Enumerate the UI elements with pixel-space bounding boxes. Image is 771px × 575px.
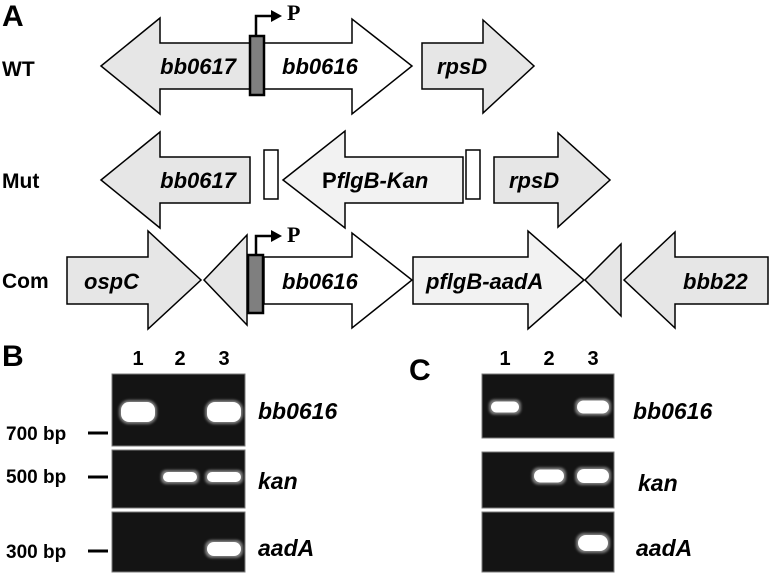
com-ospc-label: ospC	[84, 269, 140, 294]
com-truncated-gene-arrow	[202, 233, 248, 327]
com-bb0616-gene-arrow	[263, 231, 414, 330]
gel-c-lane-3-label: 3	[587, 348, 598, 370]
gel-c-band-kan-lane-2	[534, 469, 564, 483]
gel-c-row-kan-label: kan	[638, 470, 678, 496]
mut-pflgb-kan-cassette-arrow	[281, 129, 464, 230]
mut-rpsd-label: rpsD	[509, 168, 559, 193]
mut-bb0617-gene-arrow	[99, 130, 251, 230]
mut-right-flank-box	[465, 149, 481, 200]
mut-left-flank-box	[263, 149, 279, 200]
panel-a-label: A	[2, 0, 24, 33]
gel-c-row-aada-label: aadA	[636, 535, 692, 561]
gel-c-lane-2-label: 2	[543, 348, 554, 370]
com-promoter-label: P	[287, 222, 300, 247]
com-bb0616-label: bb0616	[282, 269, 359, 294]
wt-promoter-label: P	[287, 0, 300, 25]
gel-b-lane-2-label: 2	[174, 348, 185, 370]
gel-b-row-bb0616-label: bb0616	[258, 398, 337, 424]
gel-c-band-bb0616-lane-1	[491, 401, 519, 413]
wt-bb0617-label: bb0617	[160, 54, 238, 79]
com-small-gene-arrow	[583, 242, 622, 318]
gel-b-band-bb0616-lane-1	[121, 402, 155, 422]
wt-bb0616-gene-arrow	[263, 17, 414, 116]
wt-rpsd-gene-arrow	[421, 18, 536, 115]
gel-b-row-kan-label: kan	[258, 468, 298, 494]
mut-rpsd-gene-arrow	[493, 131, 612, 229]
com-bbb22-gene-arrow	[622, 230, 769, 330]
gel-b-lane-1-label: 1	[132, 348, 143, 370]
gel-b-band-kan-lane-3	[207, 472, 241, 482]
com-promoter-box	[246, 253, 265, 315]
com-bbb22-label: bbb22	[683, 269, 749, 294]
com-pflgb-aada-label: pflgB-aadA	[425, 269, 543, 294]
gel-b-band-kan-lane-2	[163, 472, 197, 482]
mut-pflgb-kan-label: PflgB-Kan	[322, 168, 428, 193]
wt-row-label: WT	[2, 58, 35, 81]
gel-b-row-aada-label: aadA	[258, 535, 314, 561]
gel-b-marker-300bp: 300 bp	[6, 542, 66, 563]
gel-b-lane-3-label: 3	[218, 348, 229, 370]
wt-bb0616-label: bb0616	[282, 54, 359, 79]
mut-bb0617-label: bb0617	[160, 168, 238, 193]
wt-promoter-arrow-icon	[254, 10, 282, 36]
wt-promoter-box	[248, 34, 266, 97]
gel-c-band-bb0616-lane-3	[577, 400, 609, 414]
gel-c-band-kan-lane-3	[577, 469, 609, 483]
com-pflgb-aada-gene-arrow	[412, 229, 586, 331]
com-promoter-arrow-icon	[254, 230, 282, 255]
gel-b-band-aada-lane-3	[207, 542, 241, 556]
gel-b-marker-500bp: 500 bp	[6, 467, 66, 488]
gel-b-band-bb0616-lane-3	[207, 402, 241, 422]
com-row-label: Com	[2, 270, 49, 293]
wt-rpsd-label: rpsD	[437, 54, 487, 79]
mut-row-label: Mut	[2, 170, 39, 193]
gel-b-marker-700bp: 700 bp	[6, 424, 66, 445]
gel-c-band-aada-lane-3	[578, 535, 608, 551]
gel-c-lane-1-label: 1	[499, 348, 510, 370]
gel-c-row-bb0616-label: bb0616	[633, 398, 712, 424]
panel-b-label: B	[2, 340, 24, 373]
panel-c-label: C	[409, 354, 431, 387]
com-ospc-gene-arrow	[66, 229, 203, 331]
